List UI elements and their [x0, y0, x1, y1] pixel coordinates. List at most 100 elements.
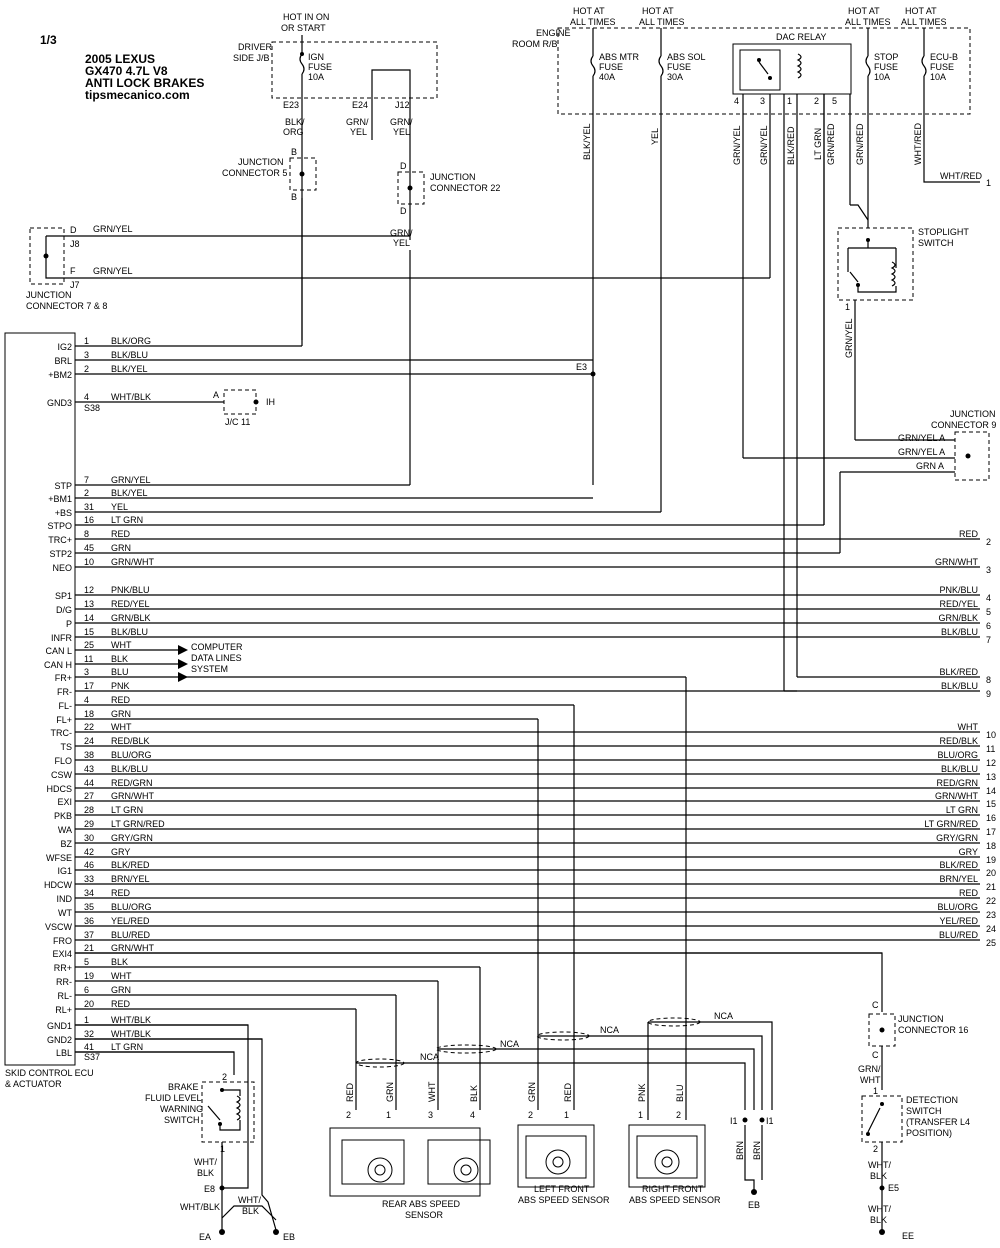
wire-label: GRN A [916, 461, 944, 471]
continuation-number: 25 [986, 938, 996, 948]
connector-label: CONNECTOR 16 [898, 1025, 968, 1035]
continuation-number: 12 [986, 758, 996, 768]
ecu-terminal-label: EXI [57, 797, 72, 807]
ecu-terminal-label: GND2 [47, 1035, 72, 1045]
wire-label: GRN/YEL [93, 266, 133, 276]
wire-label: LT GRN [813, 128, 823, 160]
continuation-number: 13 [986, 772, 996, 782]
ecu-terminal-label: IG1 [57, 866, 72, 876]
hot-label: ALL TIMES [901, 17, 947, 27]
ecu-wire-color: RED [111, 888, 131, 898]
header: 1/3 2005 LEXUS GX470 4.7L V8 ANTI LOCK B… [40, 33, 204, 102]
misc-routing [783, 94, 785, 691]
ecu-terminal-label: FL- [59, 701, 73, 711]
continuation-number: 9 [986, 689, 991, 699]
pin-label: 4 [734, 96, 739, 106]
wire-label: BLK [870, 1215, 887, 1225]
continuation-number: 7 [986, 635, 991, 645]
wire-label: GRN/YEL A [898, 433, 945, 443]
nca-label: NCA [714, 1011, 733, 1021]
wire-label: WHT [860, 1075, 881, 1085]
ecu-terminal-label: TRC+ [48, 535, 72, 545]
title-source: tipsmecanico.com [85, 88, 190, 102]
switch-label: SWITCH [906, 1106, 942, 1116]
continuation-wire-label: BLK/RED [939, 667, 978, 677]
pin-label: B [291, 147, 297, 157]
sensor-wire-color: GRN [527, 1082, 537, 1102]
system-label: DATA LINES [191, 653, 242, 663]
title-vehicle: 2005 LEXUS [85, 52, 155, 66]
fuse-name: FUSE [599, 62, 623, 72]
ecu-terminal-label: TS [60, 742, 72, 752]
ecu-pin-number: 38 [84, 750, 94, 760]
ecu-pin-number: 8 [84, 529, 89, 539]
ecu-terminal-label: CSW [51, 770, 73, 780]
pin-label: 2 [222, 1072, 227, 1082]
wire-label: BLK/ [285, 117, 305, 127]
wire-label: WHT/ [238, 1195, 261, 1205]
ecu-wire-color: BLU/RED [111, 930, 151, 940]
hot-label: OR START [281, 23, 326, 33]
sensor-pin-number: 3 [428, 1110, 433, 1120]
sensor-pin-number: 2 [676, 1110, 681, 1120]
ecu-wire-color: WHT/BLK [111, 392, 151, 402]
rb-label: ENGINE [536, 28, 571, 38]
rear-abs-sensor: REAR ABS SPEED SENSOR [341, 1139, 491, 1220]
continuation-number: 18 [986, 841, 996, 851]
hot-label: ALL TIMES [570, 17, 616, 27]
jb-outline [271, 41, 438, 99]
wire-label: GRN/ [346, 117, 369, 127]
brake-fluid-level-switch: S37 2 BRAKE FLUID LEVEL WARNING SWITCH 1… [75, 1024, 295, 1242]
pin-label: E24 [352, 100, 368, 110]
wire-label: WHT/RED [940, 171, 982, 181]
switch-label: SWITCH [918, 238, 954, 248]
continuation-number: 2 [986, 537, 991, 547]
ecu-wire-color: BLU/ORG [111, 750, 152, 760]
ecu-wire-color: LT GRN [111, 805, 143, 815]
ground-label: EA [199, 1232, 211, 1242]
ecu-pin-number: 4 [84, 392, 89, 402]
ecu-terminal-label: D/G [56, 605, 72, 615]
ecu-terminal-label: PKB [54, 811, 72, 821]
fuse-rating: 10A [874, 72, 890, 82]
sensor-label: SENSOR [405, 1210, 444, 1220]
continuation-wire-label: BRN/YEL [939, 874, 978, 884]
ecu-terminal-label: +BM1 [48, 494, 72, 504]
wire-label: GRN/YEL A [898, 447, 945, 457]
ground-label: EE [902, 1231, 914, 1241]
continuation-number: 16 [986, 813, 996, 823]
ecu-wire-color: BLK [111, 654, 128, 664]
continuation-wire-label: RED/BLK [939, 736, 978, 746]
ecu-terminal-label: FRO [53, 936, 72, 946]
pin-label: IH [266, 397, 275, 407]
ecu-pin-number: 43 [84, 764, 94, 774]
continuation-wire-label: PNK/BLU [939, 585, 978, 595]
fuse-name: FUSE [930, 62, 954, 72]
pin-label: 3 [760, 96, 765, 106]
pin-label: 1 [787, 96, 792, 106]
ecu-pin-number: 32 [84, 1029, 94, 1039]
ecu-wire-color: BLU/ORG [111, 902, 152, 912]
fuse-symbol [299, 53, 305, 75]
switch-label: (TRANSFER L4 [906, 1117, 970, 1127]
continuation-wire-label: BLK/BLU [941, 681, 978, 691]
continuation-number: 1 [986, 178, 991, 188]
ecu-pin-number: 3 [84, 350, 89, 360]
pin-label: C [872, 1000, 879, 1010]
ecu-terminal-label: BRL [54, 356, 72, 366]
ecu-wire-color: RED/YEL [111, 599, 150, 609]
wire-label: WHT/ [868, 1204, 891, 1214]
fuse-name: STOP [874, 52, 898, 62]
sensor-label: LEFT FRONT [534, 1184, 590, 1194]
connector-label: J/C 11 [225, 417, 250, 427]
pin-label: S38 [84, 403, 100, 413]
ecu-terminal-label: LBL [56, 1048, 72, 1058]
continuation-number: 10 [986, 730, 996, 740]
ecu-pin-number: 19 [84, 971, 94, 981]
wire-label: GRN/ [858, 1064, 881, 1074]
switch-label: STOPLIGHT [918, 227, 969, 237]
driver-side-jb: HOT IN ON OR START DRIVER SIDE J/B IGN F… [233, 12, 438, 340]
continuation-wire-label: BLU/ORG [937, 902, 978, 912]
wire-label: BRN [735, 1141, 745, 1160]
